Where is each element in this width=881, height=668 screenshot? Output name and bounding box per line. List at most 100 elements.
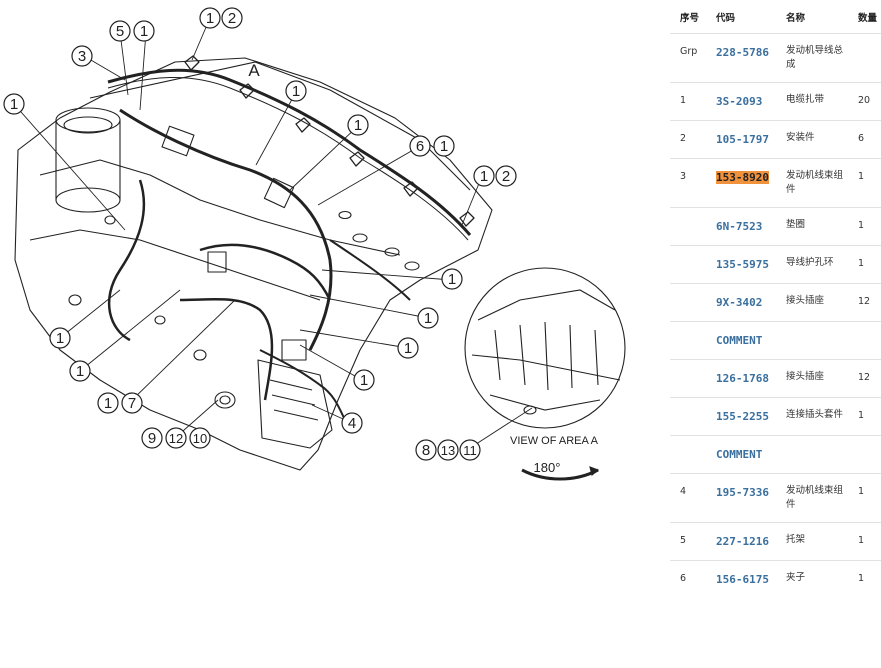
row-no [670, 359, 706, 398]
parts-table-header: 序号 代码 名称 数量 [670, 0, 881, 34]
part-qty: 12 [856, 283, 881, 322]
callout-2: 2 [228, 10, 236, 27]
part-qty: 1 [856, 560, 881, 598]
callout-1: 1 [440, 138, 448, 155]
callout-3: 3 [78, 48, 86, 65]
part-qty [856, 33, 881, 83]
callout-6: 6 [416, 138, 424, 155]
part-qty: 1 [856, 245, 881, 284]
engine-harness-illustration: 1 2 5 1 3 1 1 1 6 1 1 2 1 1 1 1 1 1 1 7 … [3, 7, 626, 481]
callout-1: 1 [354, 117, 362, 134]
part-qty [856, 435, 881, 474]
part-code-link[interactable]: 228-5786 [706, 33, 776, 83]
row-no [670, 321, 706, 360]
part-code-link[interactable]: 6N-7523 [706, 207, 776, 246]
part-code-link[interactable]: 156-6175 [706, 560, 776, 598]
callout-1: 1 [424, 310, 432, 327]
callout-2: 2 [502, 168, 510, 185]
callout-11: 11 [463, 443, 477, 458]
part-code-link[interactable]: 135-5975 [706, 245, 776, 284]
part-name: 安装件 [776, 120, 856, 159]
part-qty: 1 [856, 158, 881, 208]
callout-1: 1 [104, 395, 112, 412]
area-a-label: A [248, 61, 260, 80]
part-code-link[interactable]: 9X-3402 [706, 283, 776, 322]
row-no [670, 207, 706, 246]
part-code-link[interactable]: 195-7336 [706, 473, 776, 523]
part-qty: 12 [856, 359, 881, 398]
part-qty: 1 [856, 473, 881, 523]
callout-1: 1 [480, 168, 488, 185]
part-name: 接头插座 [776, 283, 856, 322]
part-code-link[interactable]: 126-1768 [706, 359, 776, 398]
part-name [776, 321, 856, 360]
header-code: 代码 [716, 13, 736, 24]
callout-4: 4 [348, 415, 356, 432]
part-name: 垫圈 [776, 207, 856, 246]
part-name: 托架 [776, 522, 856, 561]
part-code-link[interactable]: COMMENT [706, 321, 776, 360]
part-name: 发动机导线总成 [776, 33, 856, 83]
callout-10: 10 [193, 431, 207, 446]
callout-1: 1 [360, 372, 368, 389]
part-qty: 1 [856, 207, 881, 246]
part-qty: 20 [856, 82, 881, 121]
callout-12: 12 [169, 431, 183, 446]
header-no: 序号 [680, 13, 700, 24]
callout-5: 5 [116, 23, 124, 40]
callout-9: 9 [148, 430, 156, 447]
row-no: 4 [670, 473, 706, 523]
callout-8: 8 [422, 442, 430, 459]
part-name: 发动机线束组件 [776, 473, 856, 523]
rotation-label: 180° [534, 460, 561, 475]
part-qty [856, 321, 881, 360]
row-no [670, 283, 706, 322]
callout-13: 13 [441, 443, 455, 458]
table-row: COMMENT [670, 321, 881, 360]
part-name: 电缆扎带 [776, 82, 856, 121]
row-no: 5 [670, 522, 706, 561]
part-qty: 1 [856, 397, 881, 436]
part-code-link[interactable]: 3S-2093 [706, 82, 776, 121]
callout-1: 1 [404, 340, 412, 357]
part-code-link[interactable]: COMMENT [706, 435, 776, 474]
part-name: 发动机线束组件 [776, 158, 856, 208]
view-of-area-label: VIEW OF AREA A [510, 435, 599, 447]
row-no: 6 [670, 560, 706, 598]
table-row: COMMENT [670, 435, 881, 474]
part-qty: 6 [856, 120, 881, 159]
part-name: 连接插头套件 [776, 397, 856, 436]
row-no [670, 435, 706, 474]
part-code-link[interactable]: 105-1797 [706, 120, 776, 159]
part-name: 导线护孔环 [776, 245, 856, 284]
callout-1: 1 [140, 23, 148, 40]
callout-1: 1 [56, 330, 64, 347]
row-no: Grp [670, 33, 706, 83]
part-code-link[interactable]: 227-1216 [706, 522, 776, 561]
highlighted-part-code[interactable]: 153-8920 [716, 171, 769, 184]
header-qty: 数量 [858, 13, 878, 24]
row-no: 1 [670, 82, 706, 121]
row-no [670, 245, 706, 284]
callout-1: 1 [206, 10, 214, 27]
callout-1: 1 [292, 83, 300, 100]
part-name: 接头插座 [776, 359, 856, 398]
callout-7: 7 [128, 395, 136, 412]
row-no [670, 397, 706, 436]
part-code-link[interactable]: 155-2255 [706, 397, 776, 436]
part-code-link[interactable]: 153-8920 [706, 158, 776, 208]
exploded-view-diagram: 1 2 5 1 3 1 1 1 6 1 1 2 1 1 1 1 1 1 1 7 … [3, 7, 626, 481]
